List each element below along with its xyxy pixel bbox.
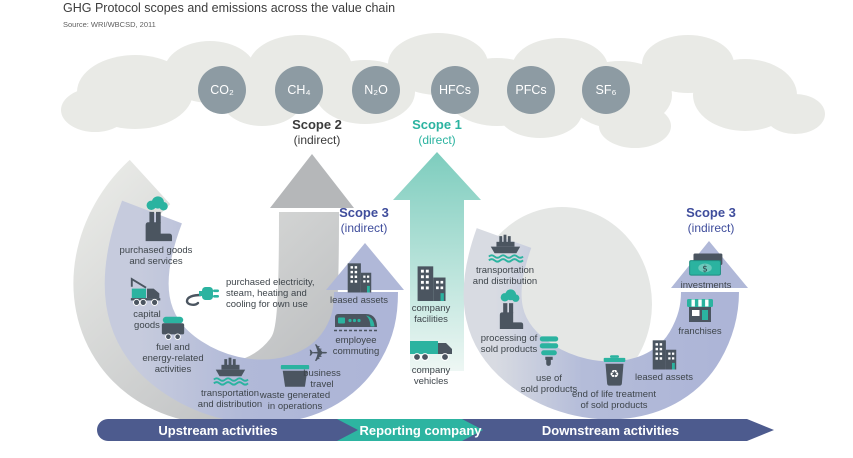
plug-icon (183, 281, 221, 307)
item-franchises: franchises (662, 297, 738, 337)
dumpster-icon (278, 361, 312, 388)
buildings-icon (343, 260, 375, 293)
item-processing-sold-products: processing of sold products (466, 287, 552, 355)
scope2-label: Scope 2 (indirect) (292, 117, 342, 147)
cfl-bulb-icon (537, 335, 561, 371)
fuel-cart-icon (159, 314, 187, 340)
gas-circle-co2: CO₂ (198, 66, 246, 114)
item-company-facilities: company facilities (391, 263, 471, 325)
bar-reporting-chevron (337, 419, 483, 441)
truck-icon (408, 337, 454, 363)
value-chain-bar (97, 419, 774, 441)
scope1-label: Scope 1 (direct) (412, 117, 462, 147)
item-leased-assets-downstream: leased assets (625, 337, 703, 383)
bar-label-downstream: Downstream activities (541, 423, 680, 438)
item-purchased-goods-and-services: purchased goods and services (112, 194, 200, 267)
svg-text:✈: ✈ (308, 340, 328, 366)
item-business-travel: ✈ business travel (303, 339, 341, 391)
item-transportation-downstream: transportation and distribution (462, 233, 548, 287)
item-waste-generated: waste generated in operations (250, 361, 340, 412)
item-purchased-electricity: purchased electricity, steam, heating an… (183, 277, 319, 311)
page-title: GHG Protocol scopes and emissions across… (63, 1, 396, 15)
item-investments: $ investments (667, 252, 745, 291)
svg-text:♻: ♻ (609, 368, 619, 381)
factory-smoke-icon (494, 287, 524, 331)
buildings-icon (648, 337, 680, 370)
gas-circle-pfcs: PFCs (507, 66, 555, 114)
svg-text:$: $ (702, 264, 708, 274)
item-fuel-and-energy: fuel and energy-related activities (136, 314, 210, 376)
scope1-arrow (393, 152, 481, 371)
gas-circle-sf6: SF₆ (582, 66, 630, 114)
gas-circle-ch4: CH₄ (275, 66, 323, 114)
recycle-bin-icon: ♻ (601, 354, 628, 387)
item-employee-commuting: employee commuting (317, 309, 395, 357)
buildings-icon (411, 263, 451, 301)
item-transportation-upstream: transportation and distribution (186, 356, 274, 410)
scope3-downstream-label: Scope 3 (indirect) (686, 205, 736, 235)
item-end-of-life-treatment: ♻ end of life treatment of sold products (557, 354, 671, 411)
train-icon (333, 309, 379, 333)
ship-icon (486, 233, 524, 263)
gas-circle-n2o: N₂O (352, 66, 400, 114)
storefront-icon (685, 297, 715, 324)
scope3-upstream-label: Scope 3 (indirect) (339, 205, 389, 235)
bar-label-upstream: Upstream activities (158, 423, 278, 438)
item-company-vehicles: company vehicles (390, 337, 472, 387)
bar-label-reporting-company: Reporting company (359, 423, 482, 438)
item-leased-assets-upstream: leased assets (320, 260, 398, 306)
item-capital-goods: capital goods (114, 274, 180, 331)
banknotes-icon: $ (686, 252, 726, 278)
item-use-of-sold-products: use of sold products (510, 335, 588, 395)
factory-smoke-icon (139, 194, 173, 243)
ship-icon (211, 356, 249, 386)
plane-icon: ✈ (308, 339, 336, 367)
source-note: Source: WRI/WBCSD, 2011 (63, 20, 156, 29)
crane-truck-icon (128, 274, 166, 307)
gas-circle-hfcs: HFCs (431, 66, 479, 114)
